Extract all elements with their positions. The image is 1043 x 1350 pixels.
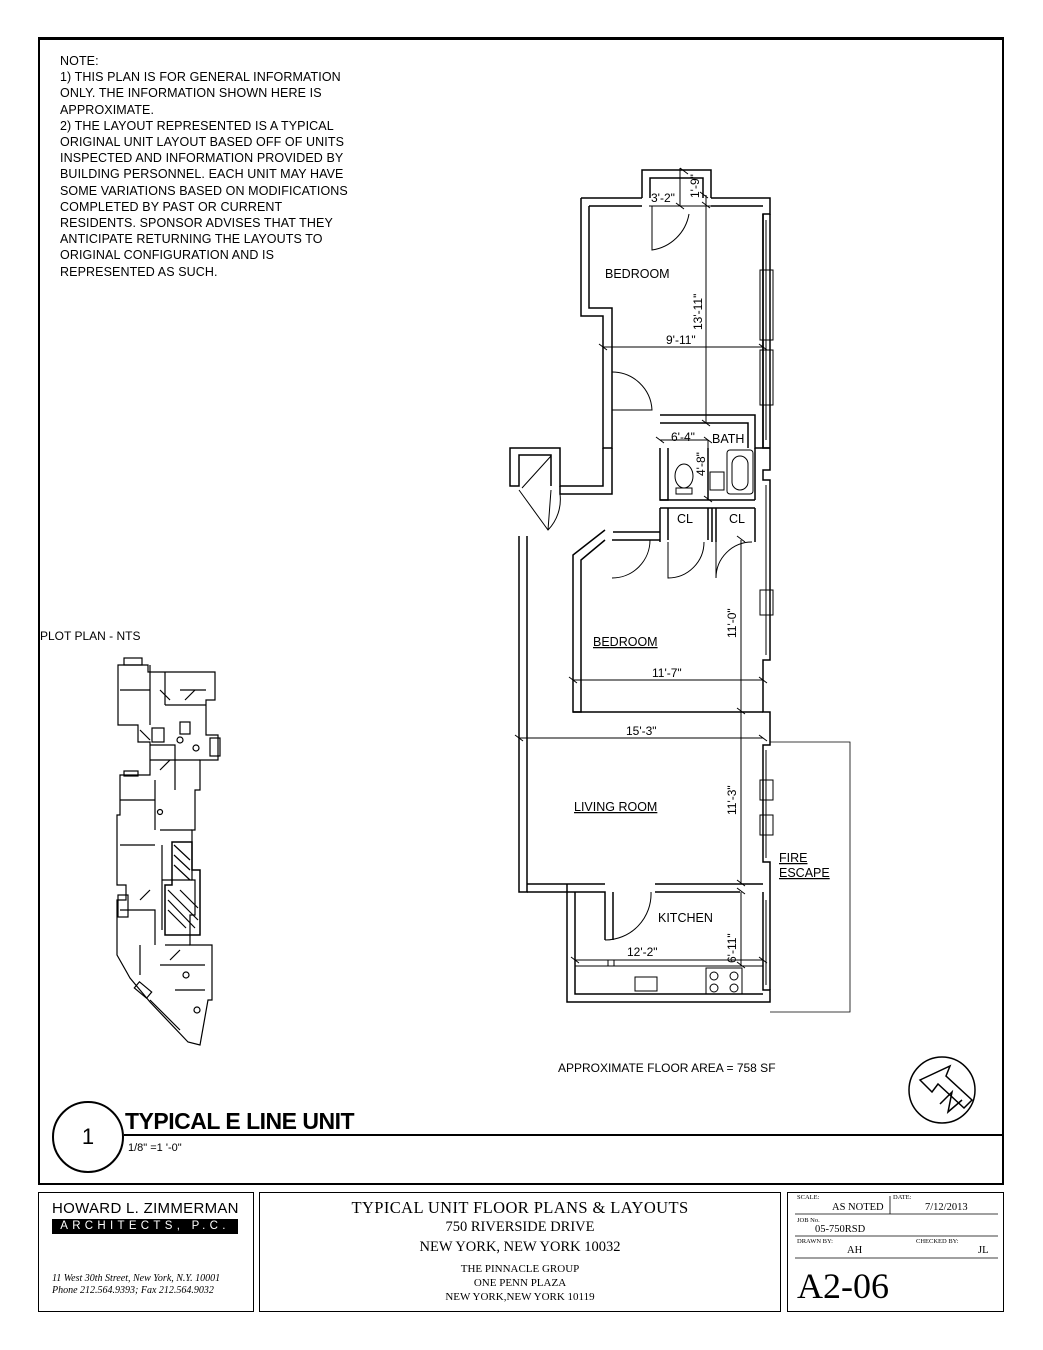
fixtures <box>575 449 763 995</box>
room-label-bath: BATH <box>712 432 744 446</box>
room-label-closet-2: CL <box>729 512 745 526</box>
scale-label: SCALE: <box>797 1194 820 1201</box>
firm-address-line: 11 West 30th Street, New York, N.Y. 1000… <box>52 1273 221 1284</box>
dim-9-11: 9'-11" <box>666 333 696 347</box>
date-value: 7/12/2013 <box>925 1202 968 1213</box>
dim-6-11: 6'-11" <box>725 933 739 963</box>
unit-walls <box>509 169 771 1003</box>
label-fire-escape-2: ESCAPE <box>779 866 830 880</box>
firm-subtitle-bar: ARCHITECTS, P.C. <box>52 1219 238 1234</box>
door-swings <box>518 206 753 941</box>
fire-escape <box>770 741 851 1013</box>
room-label-bedroom-2: BEDROOM <box>593 635 658 649</box>
checked-by-label: CHECKED BY: <box>916 1238 959 1245</box>
note-line: RESIDENTS. SPONSOR ADVISES THAT THEY <box>60 216 333 231</box>
drawing-sheet-border <box>38 37 1004 1185</box>
dim-12-2: 12'-2" <box>627 945 658 959</box>
plot-plan <box>116 657 221 1046</box>
firm-name: HOWARD L. ZIMMERMAN <box>52 1200 239 1217</box>
note-line: ORIGINAL CONFIGURATION AND IS <box>60 248 275 263</box>
note-line: BUILDING PERSONNEL. EACH UNIT MAY HAVE <box>60 167 344 182</box>
drawn-by-label: DRAWN BY: <box>797 1238 833 1245</box>
drawing-number: 1 <box>52 1101 124 1173</box>
room-label-living-room: LIVING ROOM <box>574 800 657 814</box>
firm-phone-line: Phone 212.564.9393; Fax 212.564.9032 <box>52 1285 214 1296</box>
firm-info-box <box>38 1192 254 1312</box>
dim-1-9: 1'-9" <box>688 174 702 198</box>
dim-11-0: 11'-0" <box>725 608 739 638</box>
note-line: NOTE: <box>60 54 99 68</box>
dim-6-4: 6'-4" <box>671 430 695 444</box>
room-label-kitchen: KITCHEN <box>658 911 713 925</box>
job-value: 05-750RSD <box>815 1224 866 1235</box>
drawn-by-value: AH <box>847 1245 863 1256</box>
dim-15-3: 15'-3" <box>626 724 657 738</box>
dimension-lines <box>514 167 768 969</box>
plot-plan-label: PLOT PLAN - NTS <box>40 629 141 643</box>
note-line: 1) THIS PLAN IS FOR GENERAL INFORMATION <box>60 70 341 85</box>
owner-line-3: NEW YORK,NEW YORK 10119 <box>445 1291 595 1303</box>
note-line: 2) THE LAYOUT REPRESENTED IS A TYPICAL <box>60 118 334 133</box>
note-line: SOME VARIATIONS BASED ON MODIFICATIONS <box>60 183 348 198</box>
firm-address: 11 West 30th Street, New York, N.Y. 1000… <box>52 1273 220 1297</box>
note-line: COMPLETED BY PAST OR CURRENT <box>60 199 283 214</box>
note-line: ANTICIPATE RETURNING THE LAYOUTS TO <box>60 232 323 247</box>
north-arrow-icon <box>908 1056 976 1124</box>
note-line: REPRESENTED AS SUCH. <box>60 264 218 279</box>
note-line: ONLY. THE INFORMATION SHOWN HERE IS <box>60 86 322 101</box>
project-info-box <box>259 1192 781 1312</box>
floor-area-label: APPROXIMATE FLOOR AREA = 758 SF <box>558 1061 776 1075</box>
dim-4-8: 4'-8" <box>694 452 708 476</box>
dim-3-2: 3'-2" <box>651 191 675 205</box>
note-line: INSPECTED AND INFORMATION PROVIDED BY <box>60 151 344 166</box>
dim-13-11: 13'-11" <box>691 294 705 330</box>
sheet-info-box <box>787 1192 1004 1312</box>
sheet-number: A2-06 <box>797 1266 889 1306</box>
owner-line-2: ONE PENN PLAZA <box>473 1277 567 1289</box>
dim-11-3: 11'-3" <box>725 785 739 815</box>
note-line: APPROXIMATE. <box>60 102 155 117</box>
room-label-bedroom-1: BEDROOM <box>605 267 670 281</box>
checked-by-value: JL <box>978 1245 989 1256</box>
job-label: JOB No. <box>797 1217 820 1224</box>
owner-line-1: THE PINNACLE GROUP <box>460 1263 580 1275</box>
note-line: ORIGINAL UNIT LAYOUT BASED OFF OF UNITS <box>60 135 345 150</box>
room-label-closet-1: CL <box>677 512 693 526</box>
label-fire-escape-1: FIRE <box>779 851 807 865</box>
project-address-2: NEW YORK, NEW YORK 10032 <box>419 1239 621 1255</box>
title-underline <box>124 1134 1004 1136</box>
drawing-title: TYPICAL E LINE UNIT <box>125 1108 355 1134</box>
dim-11-7: 11'-7" <box>652 666 682 680</box>
project-address-1: 750 RIVERSIDE DRIVE <box>445 1219 595 1235</box>
drawing-scale: 1/8" =1 '-0" <box>128 1142 182 1154</box>
windows <box>759 220 774 985</box>
general-notes: NOTE: 1) THIS PLAN IS FOR GENERAL INFORM… <box>60 53 380 280</box>
date-label: DATE: <box>893 1194 912 1201</box>
scale-value: AS NOTED <box>832 1202 884 1213</box>
project-title: TYPICAL UNIT FLOOR PLANS & LAYOUTS <box>351 1198 689 1217</box>
